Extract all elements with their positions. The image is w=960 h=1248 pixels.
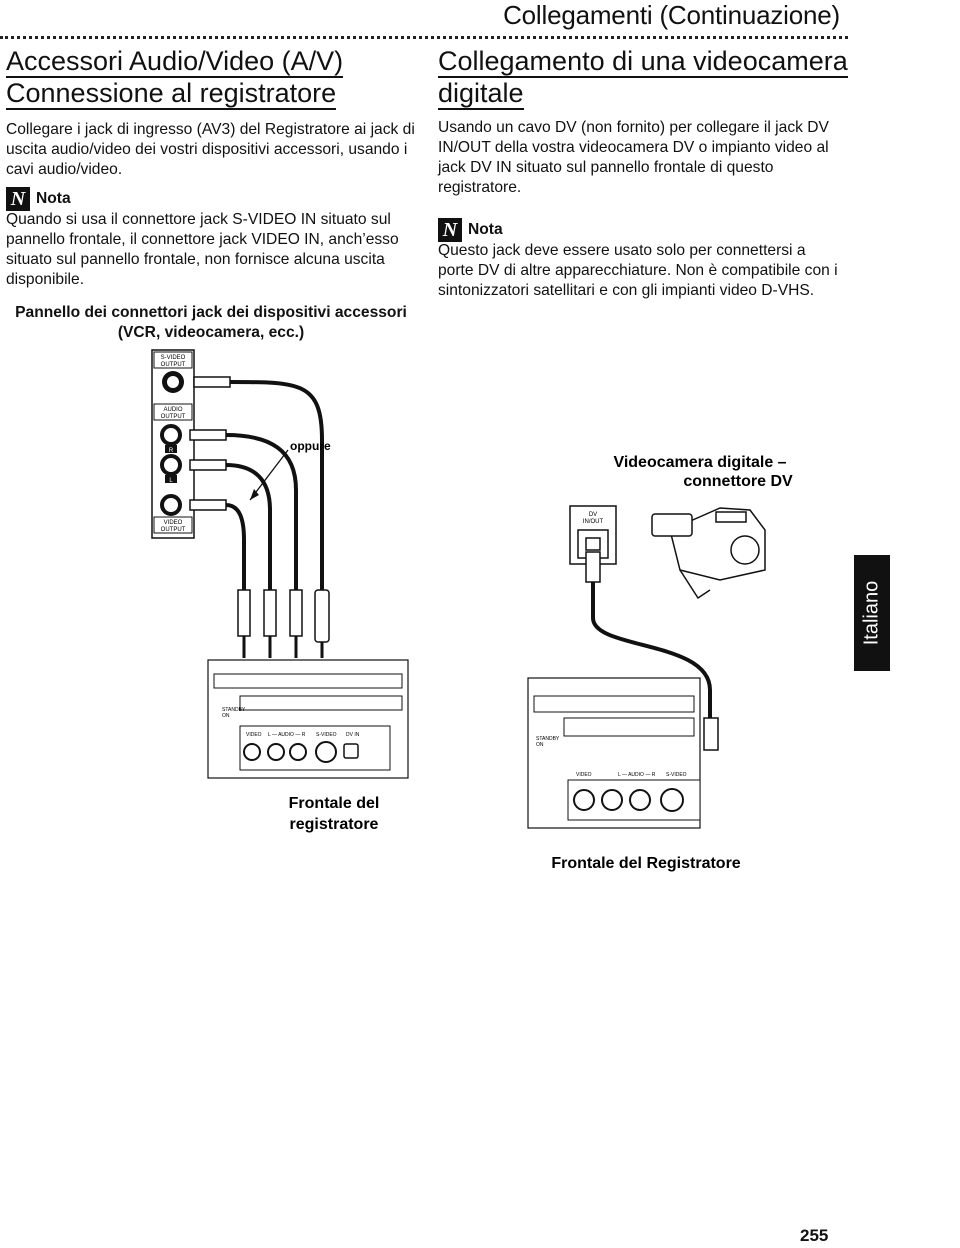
audio-l-label: L [169,478,173,484]
front-dvin-jack [343,743,359,759]
audio-output-box [153,403,193,421]
right-intro: Usando un cavo DV (non fornito) per coll… [438,119,829,196]
av-cables [225,380,324,590]
left-note-head: N Nota [6,187,71,211]
right-note-text: Questo jack deve essere usato solo per c… [438,242,838,299]
note-icon: N [6,187,30,211]
dv-plug [703,717,719,751]
audio-output-label-1: AUDIO [163,407,182,413]
right-caption: Frontale del Registratore [551,855,740,872]
disc-tray [239,695,403,711]
dv-label-2: IN/OUT [583,519,604,525]
camcorder-icon [651,507,766,600]
right-note-head: N Nota [438,218,503,242]
audio-output-label-2: OUTPUT [161,414,186,420]
page-header-title: Collegamenti (Continuazione) [503,0,840,30]
standby-right-1: STANDBY [536,736,560,742]
left-heading: Accessori Audio/Video (A/V) Connessione … [6,45,416,110]
dv-jack [585,537,601,551]
audio-r-label: R [169,448,174,454]
right-heading: Collegamento di una videocamera digitale [438,45,908,110]
standby-right-2: ON [536,742,544,748]
oppure-label: oppure [290,439,331,453]
dv-label-1: DV [589,512,597,518]
video-output-jack [160,494,182,516]
front-jack-panel [239,725,391,771]
video-output-box [153,516,193,534]
accessory-connection-diagram: S-VIDEO OUTPUT AUDIO OUTPUT R L VIDEO OU… [151,349,409,833]
oppure-arrow [249,449,289,501]
front-video-label: VIDEO [246,732,262,738]
note-icon: N [438,218,462,242]
video-output-label-2: OUTPUT [161,527,186,533]
audio-r-jack [160,424,182,446]
left-caption-line2: registratore [290,816,379,833]
page-number: 255 [800,1226,829,1245]
header-divider [0,36,848,39]
left-diagram-title: Pannello dei connettori jack dei disposi… [15,304,407,341]
front-dvin-label: DV IN [346,732,360,738]
left-heading-line2: Connessione al registratore [6,78,337,110]
left-note-label: Nota [36,190,71,207]
rca-plugs [237,589,330,643]
standby-label-2: ON [222,713,230,719]
front-svideo-label: S-VIDEO [316,732,337,738]
standby-label-1: STANDBY [222,707,246,713]
left-heading-line1: Accessori Audio/Video (A/V) [6,46,344,78]
disc-tray-right [563,717,695,737]
front-audio-l-jack [267,743,285,761]
left-intro: Collegare i jack di ingresso (AV3) del R… [6,121,415,178]
dv-connection-diagram: Videocamera digitale – connettore DV DV … [527,454,793,872]
left-caption-line1: Frontale del [289,795,380,812]
svideo-output-label-2: OUTPUT [161,362,186,368]
left-note-text: Quando si usa il connettore jack S-VIDEO… [6,211,399,288]
right-heading-line2: digitale [438,78,524,110]
plug-pins [242,636,324,658]
language-tab-label: Italiano [860,580,883,646]
front-audio-r-jack [289,743,307,761]
language-tab: Italiano [854,555,890,671]
front-video-jack [243,743,261,761]
video-output-label-1: VIDEO [164,520,183,526]
front-svideo-jack [315,741,337,763]
svideo-output-label-1: S-VIDEO [161,355,186,361]
right-note-label: Nota [468,221,503,238]
dv-caption-line1: Videocamera digitale – [613,454,786,471]
front-right-svideo-label: S-VIDEO [666,772,687,778]
front-right-audio-label: L — AUDIO — R [618,772,656,778]
svideo-output-box [153,351,193,369]
front-audio-label: L — AUDIO — R [268,732,306,738]
dv-caption-line2: connettore DV [683,473,793,490]
right-heading-line1: Collegamento di una videocamera [438,46,848,78]
audio-l-jack [160,454,182,476]
front-right-video-label: VIDEO [576,772,592,778]
